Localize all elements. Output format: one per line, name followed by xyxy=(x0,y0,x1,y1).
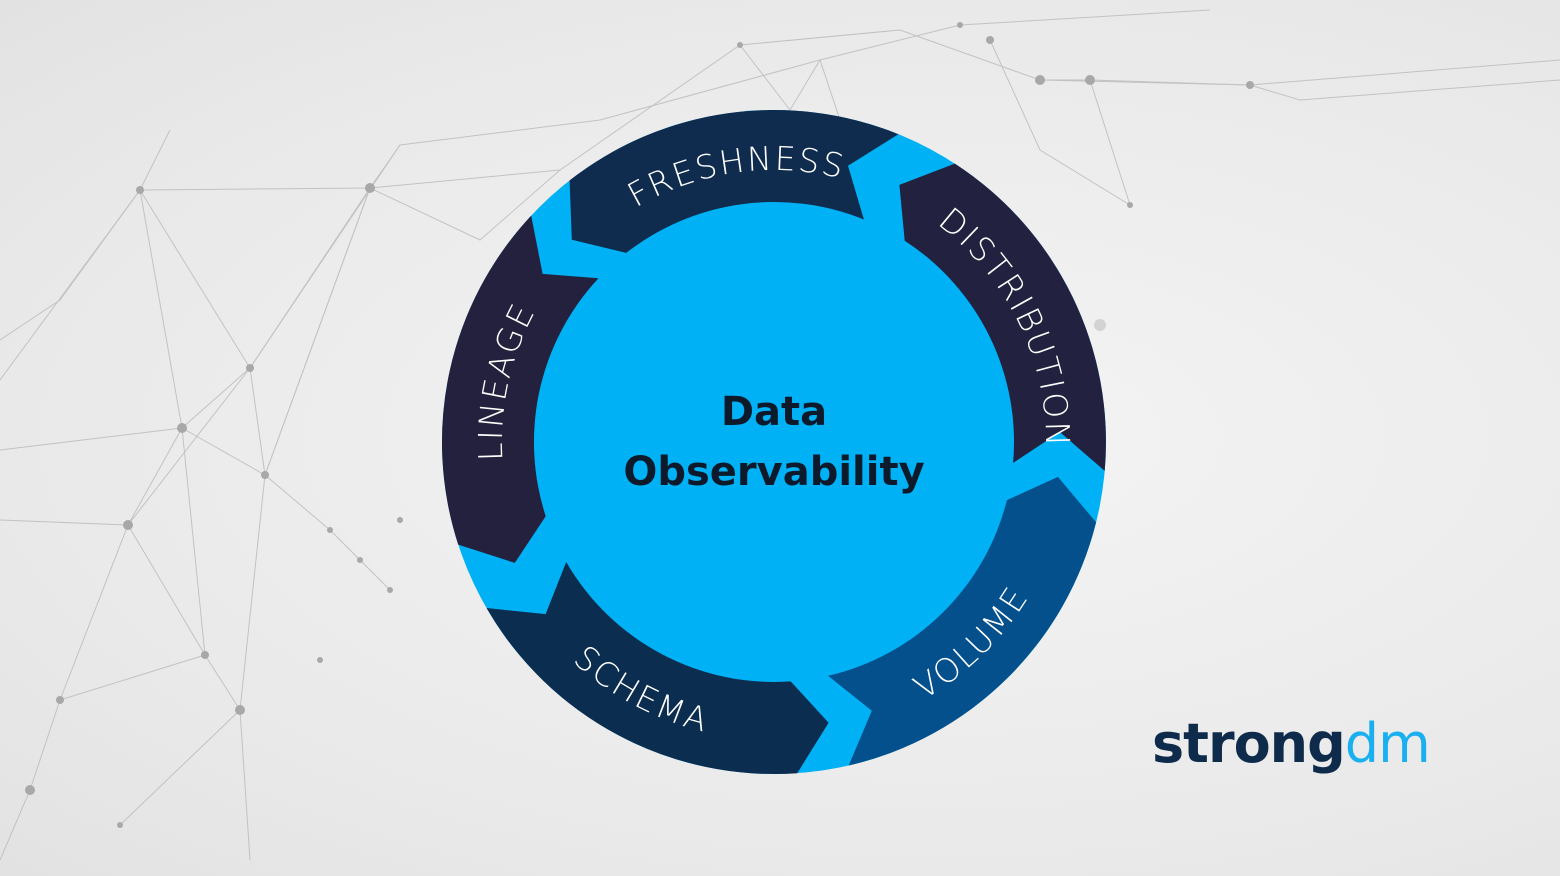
strongdm-logo: strongdm xyxy=(1152,712,1431,775)
center-title-line1: Data xyxy=(720,389,828,435)
segment-volume xyxy=(828,476,1097,766)
center-title-line2: Observability xyxy=(623,449,925,495)
logo-part2: dm xyxy=(1344,712,1431,775)
segment-schema xyxy=(486,562,829,775)
wheel-background xyxy=(442,110,1106,774)
logo-part1: strong xyxy=(1152,712,1346,775)
segment-freshness xyxy=(569,110,899,253)
segment-lineage xyxy=(441,215,599,563)
segment-distribution xyxy=(899,163,1106,471)
center-title: Data Observability xyxy=(574,382,974,502)
